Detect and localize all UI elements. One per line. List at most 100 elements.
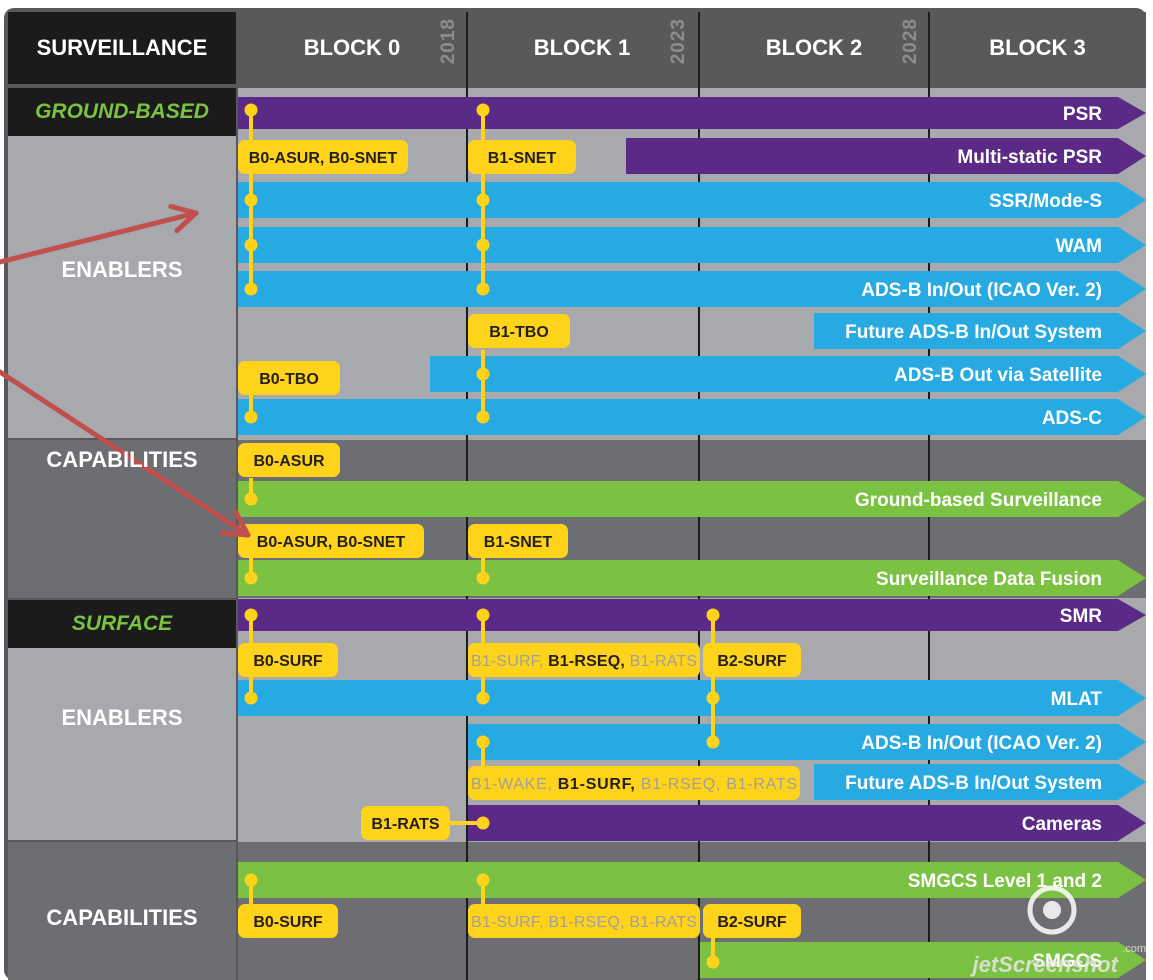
bar-label: SMGCS	[1032, 951, 1102, 972]
bar-shape	[238, 680, 1146, 716]
tag-t5: B0-ASUR	[238, 443, 340, 477]
tag-t14: B1-SURF, B1-RSEQ, B1-RATS	[468, 904, 700, 938]
section-enablers-1: ENABLERS	[61, 257, 183, 282]
bar-label: Surveillance Data Fusion	[876, 569, 1102, 590]
arrow-head	[168, 203, 199, 234]
bar-label: Future ADS-B In/Out System	[845, 773, 1102, 794]
bar-5: Future ADS-B In/Out System	[814, 313, 1146, 349]
bar-label: SMGCS Level 1 and 2	[908, 871, 1102, 892]
tag-bg	[238, 361, 340, 395]
block-0-header: BLOCK 0	[303, 35, 401, 60]
block-1-header: BLOCK 1	[533, 35, 631, 60]
annotation-arrow-1	[0, 203, 199, 265]
section-capabilities-2: CAPABILITIES	[46, 905, 198, 930]
bar-3: WAM	[238, 227, 1146, 263]
tag-bg	[703, 643, 801, 677]
tag-label: B0-ASUR, B0-SNET	[257, 534, 406, 551]
arrow-shaft	[0, 369, 251, 538]
bar-2: SSR/Mode-S	[238, 182, 1146, 218]
bar-label: Cameras	[1022, 814, 1102, 835]
tag-bg	[468, 140, 576, 174]
dot-b0-surf-1	[244, 691, 258, 705]
bar-shape	[238, 271, 1146, 307]
dot-b1-tbo-1	[476, 410, 490, 424]
bar-shape	[238, 399, 1146, 435]
tag-label: B1-SURF, B1-RSEQ, B1-RATS	[471, 914, 697, 931]
tag-bg	[468, 643, 700, 677]
bar-shape	[468, 724, 1146, 760]
bar-label: SMR	[1060, 606, 1103, 627]
section-surface: SURFACE	[8, 600, 236, 648]
bar-label: ADS-B Out via Satellite	[894, 365, 1102, 386]
tag-bg	[468, 766, 800, 800]
bar-15: SMGCS Level 1 and 2	[238, 862, 1146, 898]
bar-label: PSR	[1063, 104, 1102, 125]
tag-t3: B1-TBO	[468, 314, 570, 348]
section-ground-based: GROUND-BASED	[8, 88, 236, 136]
tag-t13: B0-SURF	[238, 904, 338, 938]
dot-b0-ground-3	[244, 282, 258, 296]
capabilities-1-label-bg	[8, 440, 236, 598]
enablers-2-label-bg	[8, 648, 236, 840]
bar-shape	[814, 313, 1146, 349]
tag-bg	[468, 524, 568, 558]
tag-t12: B1-RATS	[361, 806, 450, 840]
dot-b1-wake	[476, 735, 490, 749]
block-2-year: 2028	[900, 18, 921, 65]
dot-b1-surf-1	[476, 691, 490, 705]
section-enablers-2: ENABLERS	[61, 705, 183, 730]
tag-t8: B0-SURF	[238, 643, 338, 677]
tag-t2: B1-SNET	[468, 140, 576, 174]
tag-bg	[361, 806, 450, 840]
bar-8: Ground-based Surveillance	[238, 481, 1146, 517]
bar-12: ADS-B In/Out (ICAO Ver. 2)	[468, 724, 1146, 760]
tag-t6: B0-ASUR, B0-SNET	[238, 524, 424, 558]
block-1-year: 2023	[668, 18, 689, 65]
watermark-text: jetScreenshot	[970, 952, 1120, 977]
dot-b1-ground-0	[476, 103, 490, 117]
bar-16: SMGCS	[700, 942, 1146, 978]
tag-bg	[238, 643, 338, 677]
tag-bg	[238, 524, 424, 558]
tag-label: B2-SURF	[717, 653, 787, 670]
arrow-head	[219, 509, 251, 538]
capabilities-2-label-bg	[8, 842, 236, 980]
tag-label: B1-TBO	[489, 324, 549, 341]
bar-shape	[814, 764, 1146, 800]
dot-b1-rats	[476, 816, 490, 830]
bar-label: MLAT	[1051, 689, 1103, 710]
tag-t4: B0-TBO	[238, 361, 340, 395]
dot-b1-surf-cap	[476, 873, 490, 887]
dot-b1-ground-2	[476, 238, 490, 252]
dot-b2-surf-2	[706, 735, 720, 749]
tag-bg	[238, 904, 338, 938]
tag-bg	[468, 314, 570, 348]
bar-shape	[468, 805, 1146, 841]
annotation-arrow-2	[0, 369, 251, 538]
bar-shape	[238, 182, 1146, 218]
bar-11: MLAT	[238, 680, 1146, 716]
tag-label: B1-SNET	[484, 534, 553, 551]
tag-label: B1-WAKE, B1-SURF, B1-RSEQ, B1-RATS	[471, 776, 797, 793]
bar-shape	[626, 138, 1146, 174]
bar-14: Cameras	[468, 805, 1146, 841]
block-2-header: BLOCK 2	[765, 35, 863, 60]
bar-1: Multi-static PSR	[626, 138, 1146, 174]
dot-b1-surf-0	[476, 608, 490, 622]
tag-t10: B2-SURF	[703, 643, 801, 677]
bar-label: Future ADS-B In/Out System	[845, 322, 1102, 343]
dot-b0-ground-2	[244, 238, 258, 252]
watermark: jetScreenshot.com	[970, 885, 1146, 977]
tag-bg	[468, 904, 700, 938]
tag-t7: B1-SNET	[468, 524, 568, 558]
tag-label: B1-RATS	[371, 816, 439, 833]
bar-shape	[430, 356, 1146, 392]
bar-shape	[238, 862, 1146, 898]
bar-label: ADS-B In/Out (ICAO Ver. 2)	[861, 733, 1102, 754]
dot-b1-ground-1	[476, 193, 490, 207]
tag-label: B2-SURF	[717, 914, 787, 931]
bar-4: ADS-B In/Out (ICAO Ver. 2)	[238, 271, 1146, 307]
bar-label: Multi-static PSR	[957, 147, 1102, 168]
